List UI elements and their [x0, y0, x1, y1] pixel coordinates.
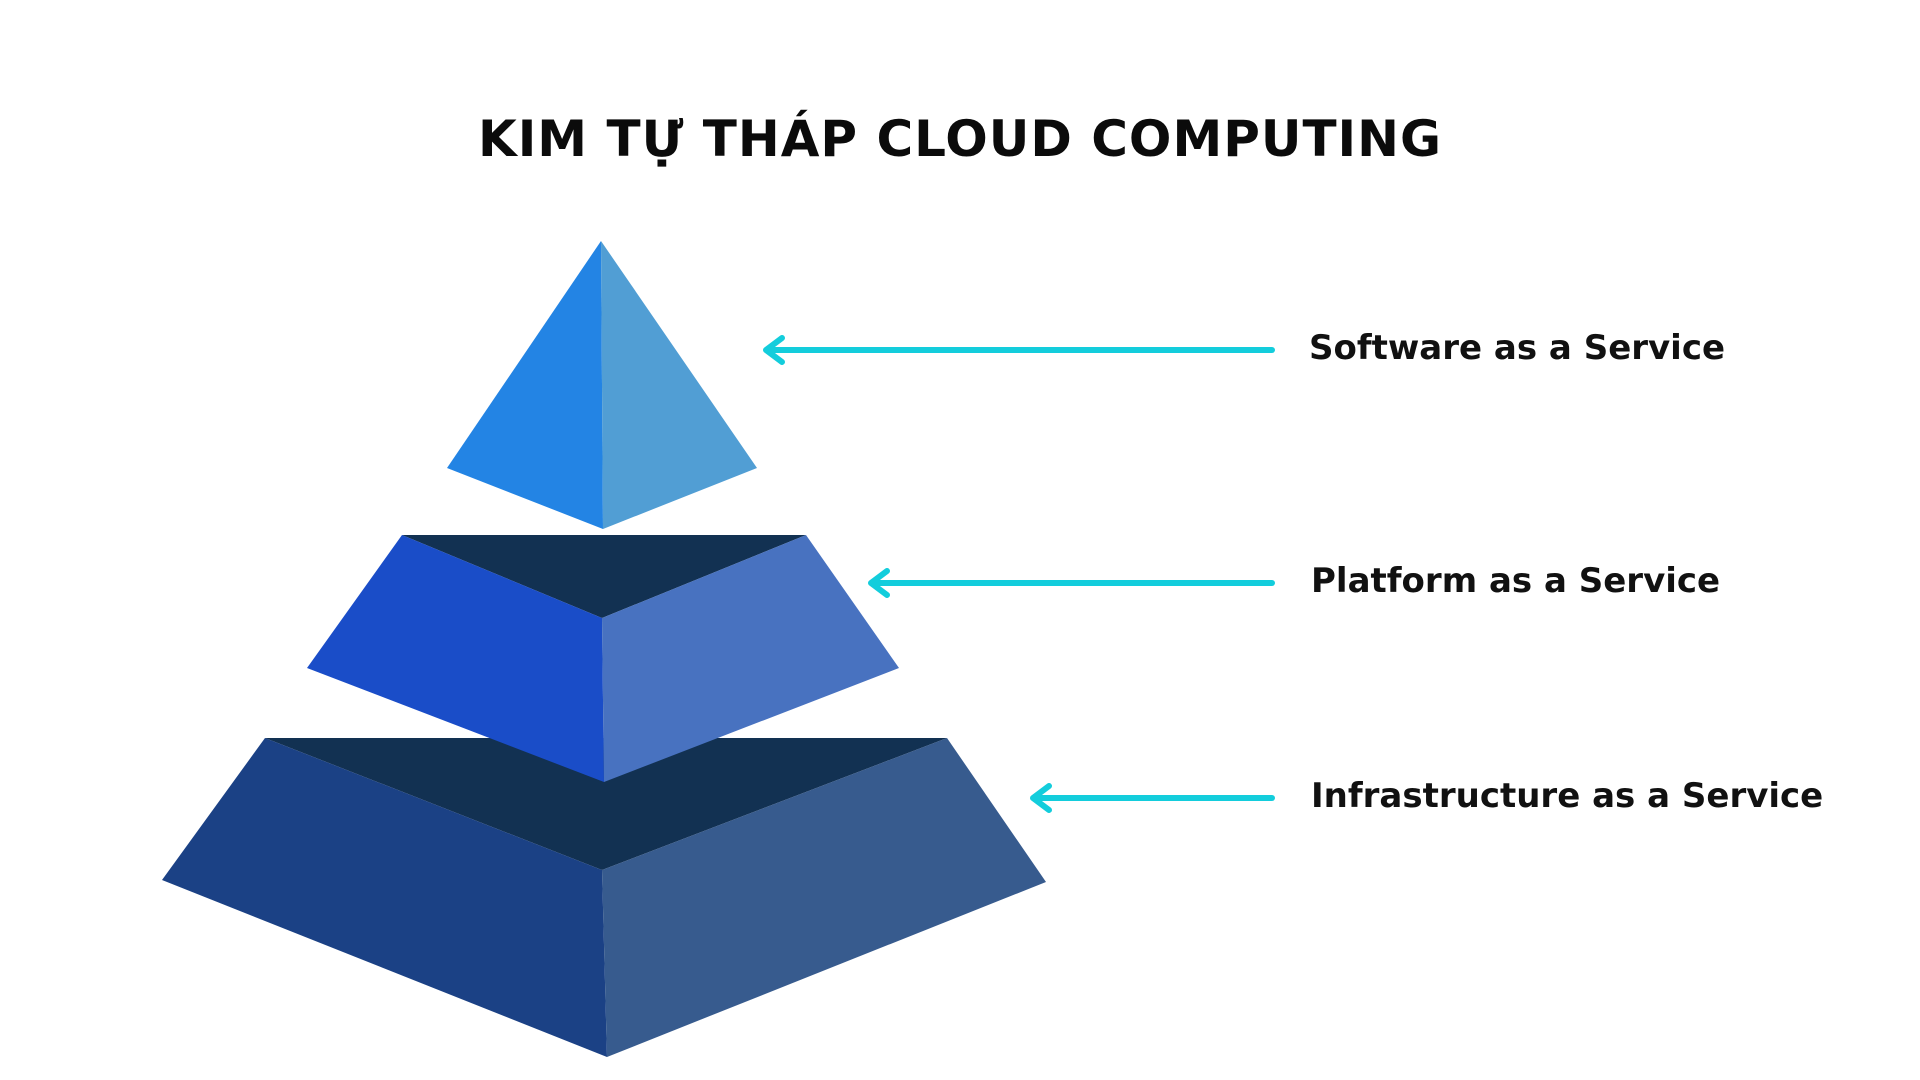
page-title: KIM TỰ THÁP CLOUD COMPUTING	[477, 110, 1443, 168]
middle-tier-top-face	[402, 535, 806, 618]
bottom-tier-left-face	[162, 738, 607, 1057]
bottom-tier-top-face	[265, 738, 947, 870]
arrow-saas-head	[763, 335, 785, 365]
pyramid-tier-bottom	[162, 738, 1046, 1057]
bottom-tier-right-face	[602, 738, 1046, 1057]
arrow-paas-head	[868, 568, 890, 598]
label-platform-as-a-service: Platform as a Service	[1311, 561, 1721, 601]
arrow-saas	[763, 335, 1275, 365]
pyramid-tier-middle	[307, 535, 899, 782]
arrow-paas	[868, 568, 1275, 598]
middle-tier-left-face	[307, 535, 604, 782]
top-tier-left-face	[447, 241, 603, 529]
label-infrastructure-as-a-service: Infrastructure as a Service	[1311, 776, 1824, 816]
label-software-as-a-service: Software as a Service	[1309, 328, 1726, 368]
middle-tier-right-face	[602, 535, 899, 782]
arrow-iaas-head	[1030, 783, 1052, 813]
pyramid-tier-top	[447, 241, 757, 529]
top-tier-right-face	[601, 241, 757, 529]
arrow-iaas	[1030, 783, 1275, 813]
